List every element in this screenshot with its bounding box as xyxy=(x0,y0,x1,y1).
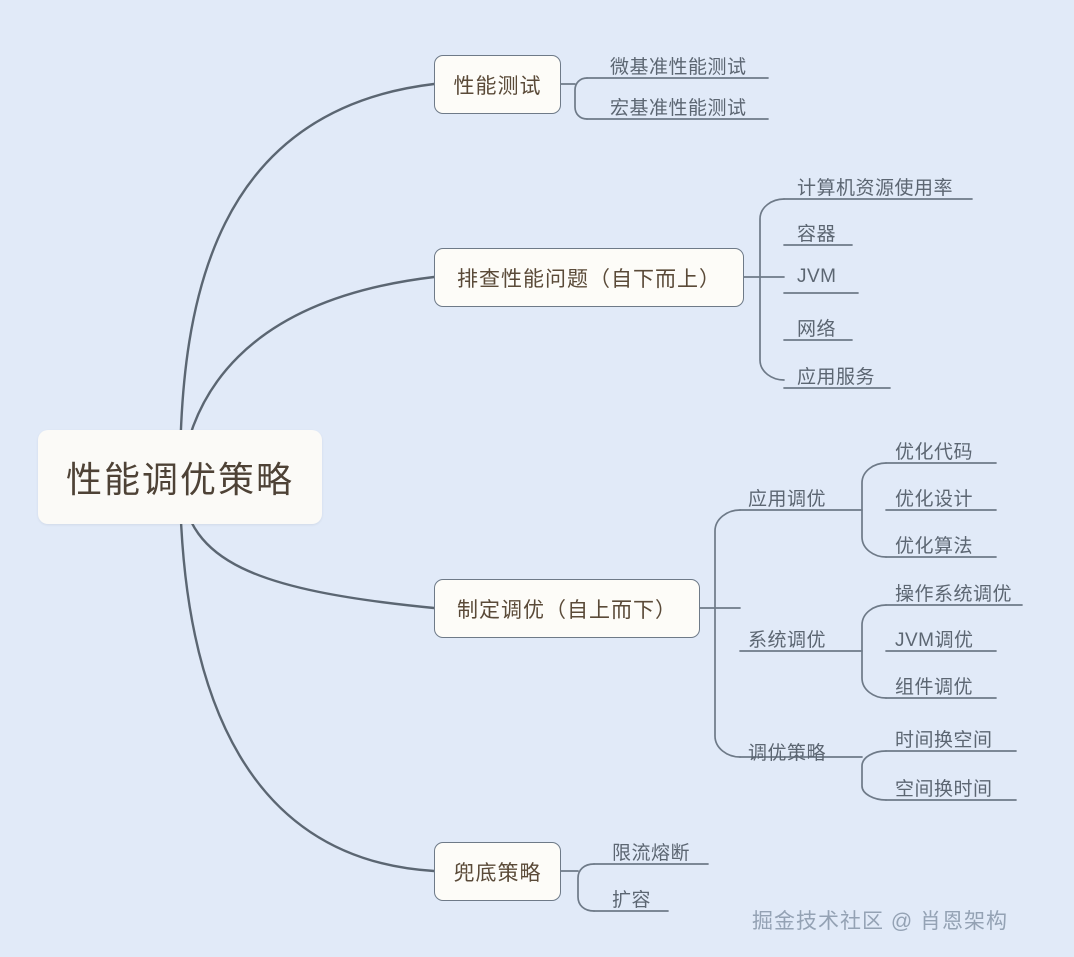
leaf-optimize-code[interactable]: 优化代码 xyxy=(895,442,974,463)
node-troubleshoot-performance-label: 排查性能问题（自下而上） xyxy=(457,267,721,291)
node-plan-tuning[interactable]: 制定调优（自上而下） xyxy=(434,579,700,638)
spine-fallback-vert xyxy=(577,863,595,912)
leaf-scale-out[interactable]: 扩容 xyxy=(612,890,652,911)
curve-to-fallback xyxy=(178,490,436,873)
spine-tuning-strategy-vert xyxy=(861,750,887,801)
leaf-jvm-tuning[interactable]: JVM调优 xyxy=(895,630,974,651)
leaf-macro-benchmark[interactable]: 宏基准性能测试 xyxy=(610,98,747,119)
root-node[interactable]: 性能调优策略 xyxy=(38,430,322,524)
leaf-os-tuning[interactable]: 操作系统调优 xyxy=(895,584,1013,605)
leaf-time-for-space[interactable]: 时间换空间 xyxy=(895,730,993,751)
node-performance-test-label: 性能测试 xyxy=(453,74,542,98)
leaf-computer-resource-usage[interactable]: 计算机资源使用率 xyxy=(797,178,954,199)
spine-plan-vert xyxy=(714,509,741,758)
leaf-optimize-design[interactable]: 优化设计 xyxy=(895,489,974,510)
group-tuning-strategy[interactable]: 调优策略 xyxy=(748,743,827,764)
leaf-component-tuning[interactable]: 组件调优 xyxy=(895,677,974,698)
group-app-tuning[interactable]: 应用调优 xyxy=(748,489,827,510)
node-performance-test[interactable]: 性能测试 xyxy=(434,55,561,114)
node-fallback-strategy-label: 兜底策略 xyxy=(453,861,542,885)
node-plan-tuning-label: 制定调优（自上而下） xyxy=(457,598,677,622)
curve-to-performance-test xyxy=(178,82,436,472)
leaf-micro-benchmark[interactable]: 微基准性能测试 xyxy=(610,57,747,78)
spine-app-tuning-vert xyxy=(861,462,887,558)
spine-performance-test-vert xyxy=(574,77,588,120)
node-troubleshoot-performance[interactable]: 排查性能问题（自下而上） xyxy=(434,248,744,307)
leaf-space-for-time[interactable]: 空间换时间 xyxy=(895,779,993,800)
leaf-rate-limit-circuit-break[interactable]: 限流熔断 xyxy=(612,843,691,864)
leaf-network[interactable]: 网络 xyxy=(797,319,837,340)
root-node-label: 性能调优策略 xyxy=(65,459,294,500)
group-system-tuning[interactable]: 系统调优 xyxy=(748,630,827,651)
spine-troubleshoot-vert xyxy=(759,198,785,381)
node-fallback-strategy[interactable]: 兜底策略 xyxy=(434,842,561,901)
leaf-jvm[interactable]: JVM xyxy=(797,266,837,287)
leaf-optimize-algorithm[interactable]: 优化算法 xyxy=(895,536,974,557)
leaf-container[interactable]: 容器 xyxy=(797,224,837,245)
watermark-text: 掘金技术社区 @ 肖恩架构 xyxy=(752,910,1008,933)
spine-system-tuning-vert xyxy=(861,604,887,699)
leaf-application-service[interactable]: 应用服务 xyxy=(797,367,876,388)
